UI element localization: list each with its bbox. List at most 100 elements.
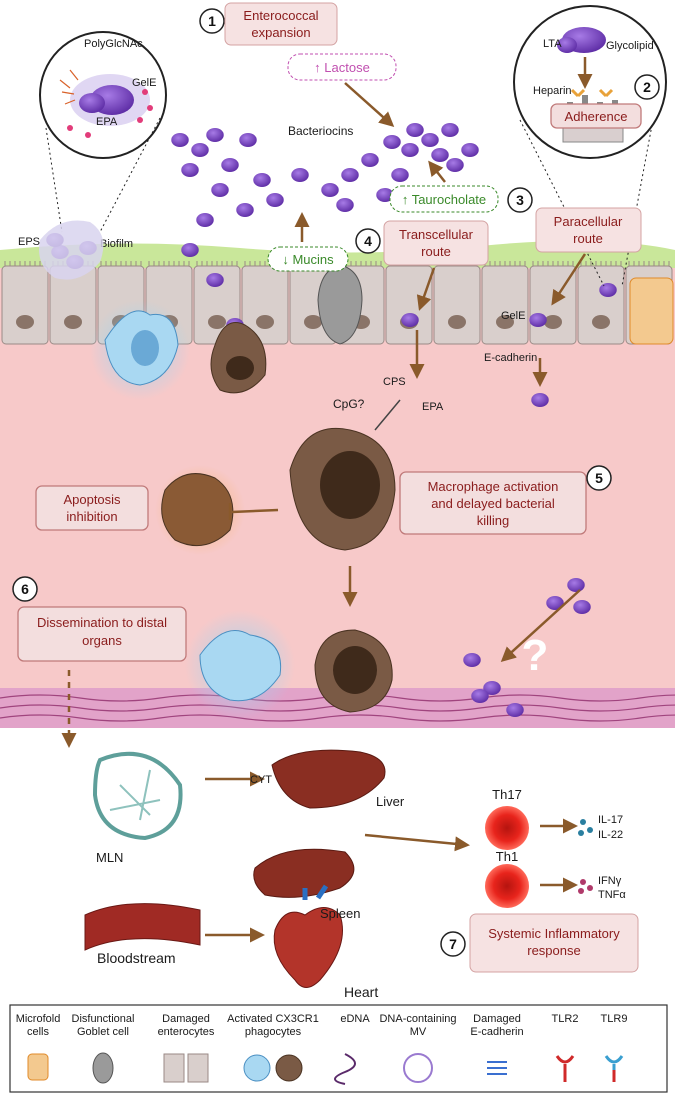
step-1-number: 1 <box>208 13 216 29</box>
tissue-gele-label: GelE <box>501 310 525 322</box>
lta-label: LTA <box>543 38 562 50</box>
enterococcus <box>441 123 459 137</box>
enterococcus <box>266 193 284 207</box>
legend-item-label: MV <box>410 1026 427 1038</box>
epa-label: EPA <box>96 116 118 128</box>
mucins-label: ↓ Mucins <box>282 252 334 267</box>
lactose-tag: ↑ Lactose <box>287 53 397 81</box>
enterococcus <box>181 163 199 177</box>
step-7: 7 Systemic Inflammatory response <box>440 913 639 973</box>
enterococcus <box>239 133 257 147</box>
arrows <box>61 82 587 943</box>
enterococcus <box>391 168 409 182</box>
step-5-line-2: and delayed bacterial <box>431 496 555 511</box>
cyt-label: CYT <box>250 774 272 786</box>
enterococcus <box>567 578 585 592</box>
biofilm <box>39 220 104 280</box>
enterococcus <box>529 313 547 327</box>
enterococcus <box>171 133 189 147</box>
step-4-number: 4 <box>364 233 372 249</box>
th17-cell: Th17 IL-17 IL-22 <box>485 787 623 850</box>
legend-item-label: phagocytes <box>245 1026 302 1038</box>
il22-label: IL-22 <box>598 829 623 841</box>
th17-label: Th17 <box>492 787 522 802</box>
enterococcus <box>206 128 224 142</box>
legend-item-label: cells <box>27 1026 50 1038</box>
step-6-number: 6 <box>21 581 29 597</box>
enterococcus <box>471 689 489 703</box>
enterococcus <box>291 168 309 182</box>
liver <box>271 749 386 809</box>
enterococcus <box>506 703 524 717</box>
enterococcus <box>531 393 549 407</box>
step-3-line-2: route <box>573 231 603 246</box>
tissue-epa-label: EPA <box>422 401 444 413</box>
biofilm-label: Biofilm <box>100 238 133 250</box>
biofilm-inset: PolyGlcNAc GelE EPA <box>39 31 167 233</box>
apoptosis-box: Apoptosis inhibition <box>35 485 149 531</box>
taurocholate-tag: ↑ Taurocholate <box>389 185 499 213</box>
enterococcus <box>406 123 424 137</box>
step-3-line-1: Paracellular <box>554 214 623 229</box>
dendritic-phagocyte-bottom <box>185 610 295 720</box>
step-4-line-1: Transcellular <box>399 227 474 242</box>
epithelial-cell <box>1 261 49 345</box>
heart-label: Heart <box>344 984 378 1000</box>
enterococcus <box>321 183 339 197</box>
step-4-line-2: route <box>421 244 451 259</box>
macrophage-central <box>289 427 396 551</box>
enterococcus <box>236 203 254 217</box>
step-7-line-2: response <box>527 943 580 958</box>
th1-cell: Th1 IFNγ TNFα <box>485 849 626 908</box>
legend-item-label: eDNA <box>340 1013 370 1025</box>
step-5-line-1: Macrophage activation <box>428 479 559 494</box>
enterococcus <box>336 198 354 212</box>
legend-item-label: TLR2 <box>552 1013 579 1025</box>
tnfa-label: TNFα <box>598 889 626 901</box>
eps-label: EPS <box>18 236 40 248</box>
step-1-line-1: Enterococcal <box>243 8 318 23</box>
enterococcus <box>483 681 501 695</box>
enterococcus <box>446 158 464 172</box>
polyglcnac-label: PolyGlcNAc <box>84 38 143 50</box>
enterococcus <box>401 143 419 157</box>
mucins-tag: ↓ Mucins <box>267 246 349 272</box>
apoptosis-line-1: Apoptosis <box>63 492 121 507</box>
enterococcus <box>599 283 617 297</box>
epithelial-cell <box>577 261 625 345</box>
enterococcus <box>376 188 394 202</box>
step-6-line-2: organs <box>82 633 122 648</box>
legend-item-label: Activated CX3CR1 <box>227 1013 319 1025</box>
enterococcus <box>196 213 214 227</box>
step-4: 4 Transcellular route <box>355 220 489 266</box>
th1-label: Th1 <box>496 849 518 864</box>
step-3: 3 Paracellular route <box>507 187 642 253</box>
step-2: Adherence 2 <box>550 74 660 129</box>
enterococcus <box>191 143 209 157</box>
step-6-line-1: Dissemination to distal <box>37 615 167 630</box>
enterococcus <box>383 135 401 149</box>
step-3-number: 3 <box>516 192 524 208</box>
microfold-cell <box>629 277 674 345</box>
epithelial-cell <box>49 261 97 345</box>
mln <box>92 751 183 841</box>
enterococcus <box>463 653 481 667</box>
epa-inhibition-line <box>374 399 401 431</box>
legend-item: TLR9 <box>601 1013 627 1082</box>
spleen <box>253 848 355 898</box>
heart <box>273 884 343 988</box>
enterococcus <box>221 158 239 172</box>
enterococcus <box>573 600 591 614</box>
step-1-line-2: expansion <box>251 25 310 40</box>
legend-item-label: E-cadherin <box>470 1026 523 1038</box>
lactose-label: ↑ Lactose <box>314 60 370 75</box>
cpg-label: CpG? <box>333 397 365 411</box>
cps-label: CPS <box>383 376 406 388</box>
ifng-label: IFNγ <box>598 875 622 887</box>
step-5-line-3: killing <box>477 513 510 528</box>
bloodstream-vessel <box>84 903 201 951</box>
